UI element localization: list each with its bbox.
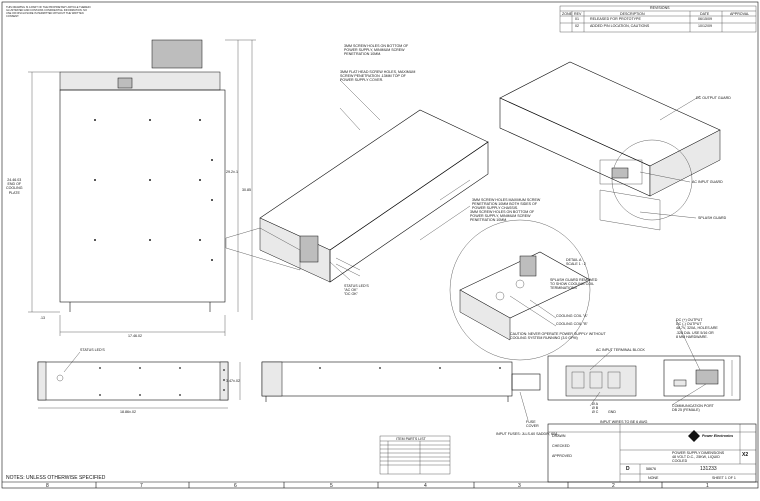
front-view	[37, 361, 241, 409]
company-logo-text: Power Electronics	[702, 434, 734, 438]
dim-depth-plate: 24.46.03 END OF COOLING PLATE	[6, 178, 23, 195]
tb-cage: 58676	[646, 467, 656, 471]
tb-sheet: SHEET 1 OF 1	[712, 476, 736, 480]
callout-screw-side: 3MM SCREW HOLES MAXIMUM SCREW PENETRATIO…	[472, 198, 541, 211]
callout-splash-removed: SPLASH GUARD REMOVED TO SHOW COOLING COI…	[550, 278, 598, 291]
notes-label: NOTES: UNLESS OTHERWISE SPECIFIED	[6, 475, 106, 481]
rev-header-rev: REV	[574, 11, 582, 16]
zone-2: 2	[612, 483, 615, 489]
rev-header-description: DESCRIPTION	[620, 11, 645, 16]
side-view	[28, 39, 256, 336]
zone-dividers	[95, 482, 663, 488]
callout-screw-bottom: 3MM SCREW HOLES ON BOTTOM OF POWER SUPPL…	[344, 44, 409, 57]
rev-row-2-desc: ADDED P/N LOCATION, CAUTIONS	[590, 24, 650, 28]
zone-1: 1	[706, 483, 709, 489]
title-block	[547, 423, 757, 483]
callout-dc-output: DC (+) OUTPUT DC (-) OUTPUT 48.7V, 320A,…	[676, 318, 718, 339]
proprietary-note: THIS DRAWING IS A PART OF THE PROPRIETAR…	[6, 6, 91, 18]
side-profile-view	[261, 361, 541, 402]
detail-label: DETAIL A SCALE 1 : 2	[566, 258, 586, 267]
callout-screw-bottom-2: 3MM SCREW HOLES ON BOTTOM OF POWER SUPPL…	[470, 210, 535, 223]
dim-overall-inner: 29.2±.1	[226, 170, 238, 174]
tb-approved: APPROVED	[552, 454, 572, 458]
rev-row-1-rev: 01	[575, 17, 579, 21]
callout-status-leds-front: STATUS LED'S	[80, 348, 105, 352]
callout-dc-output-guard: DC OUTPUT GUARD	[696, 96, 731, 100]
leader-lines	[63, 79, 707, 421]
tb-checked: CHECKED	[552, 444, 570, 448]
revisions-title: REVISIONS	[650, 6, 670, 10]
dim-width: 17.46.02	[128, 334, 142, 338]
zone-labels: 8 7 6 5 4 3 2 1	[46, 483, 709, 489]
rev-row-2-date: 10/12/09	[698, 24, 712, 28]
sheet-border	[1, 1, 759, 489]
zone-7: 7	[140, 483, 143, 489]
callout-fuse: FUSE COVER	[526, 420, 539, 429]
tb-dwg-no: 131233	[700, 466, 717, 472]
tb-scale: NONE	[648, 476, 659, 480]
callout-splash-guard: SPLASH GUARD	[698, 216, 727, 220]
drawing-title: POWER SUPPLY DIMENSIONS 48 VOLT D.C., 25…	[672, 451, 725, 464]
zone-8: 8	[46, 483, 49, 489]
zone-6: 6	[234, 483, 237, 489]
dim-rack-width: 18.86±.02	[120, 410, 136, 414]
zone-3: 3	[518, 483, 521, 489]
tb-size: D	[626, 466, 630, 472]
rev-row-1-desc: RELEASED FOR PROTOTYPE	[590, 17, 641, 21]
dim-overall: 30.85	[242, 188, 251, 192]
callout-coil-b: COOLING COIL "B"	[556, 322, 588, 326]
callout-phases: Ø A Ø B Ø C	[592, 402, 599, 415]
callout-status-leds: STATUS LED'S "AC OK" "DC OK"	[344, 284, 369, 297]
callout-input-wires: INPUT WIRES TO BE 6 AWG	[600, 420, 648, 424]
dim-offset: .13	[40, 316, 45, 320]
zone-5: 5	[330, 483, 333, 489]
detail-a-view	[449, 219, 591, 361]
callout-gnd: GND	[608, 410, 616, 414]
callout-ac-terminal: AC INPUT TERMINAL BLOCK	[596, 348, 645, 352]
parts-list-title: ITEM PARTS LIST	[396, 436, 426, 441]
parts-list-table	[379, 435, 451, 475]
callout-screw-flat: 3MM FLAT HEAD SCREW HOLES, MAXIMUM SCREW…	[340, 70, 416, 83]
callout-input-fuses: INPUT FUSES: JLLS-60 SADDIV, 60A	[496, 432, 558, 436]
rev-row-2-rev: 02	[575, 24, 579, 28]
rev-header-date: DATE	[700, 11, 710, 16]
isometric-rear-view	[499, 61, 721, 231]
dim-height: 3.47±.02	[226, 379, 240, 383]
tb-drawn: DRAWN	[552, 434, 566, 438]
callout-coil-a: COOLING COIL "A"	[556, 314, 588, 318]
rev-header-approval: APPROVAL	[730, 11, 750, 16]
isometric-view	[225, 109, 489, 283]
callout-caution: CAUTION: NEVER OPERATE POWER SUPPLY WITH…	[510, 332, 606, 341]
callout-ac-input-guard: AC INPUT GUARD	[692, 180, 723, 184]
rev-row-1-date: 06/15/09	[698, 17, 712, 21]
rev-header-zone: ZONE	[562, 11, 572, 16]
callout-comm-port: COMMUNICATION PORT DB 25 (FEMALE)	[672, 404, 714, 413]
rear-view	[547, 355, 741, 401]
zone-4: 4	[424, 483, 427, 489]
revision-table	[559, 5, 757, 33]
tb-rev: X2	[742, 452, 749, 458]
